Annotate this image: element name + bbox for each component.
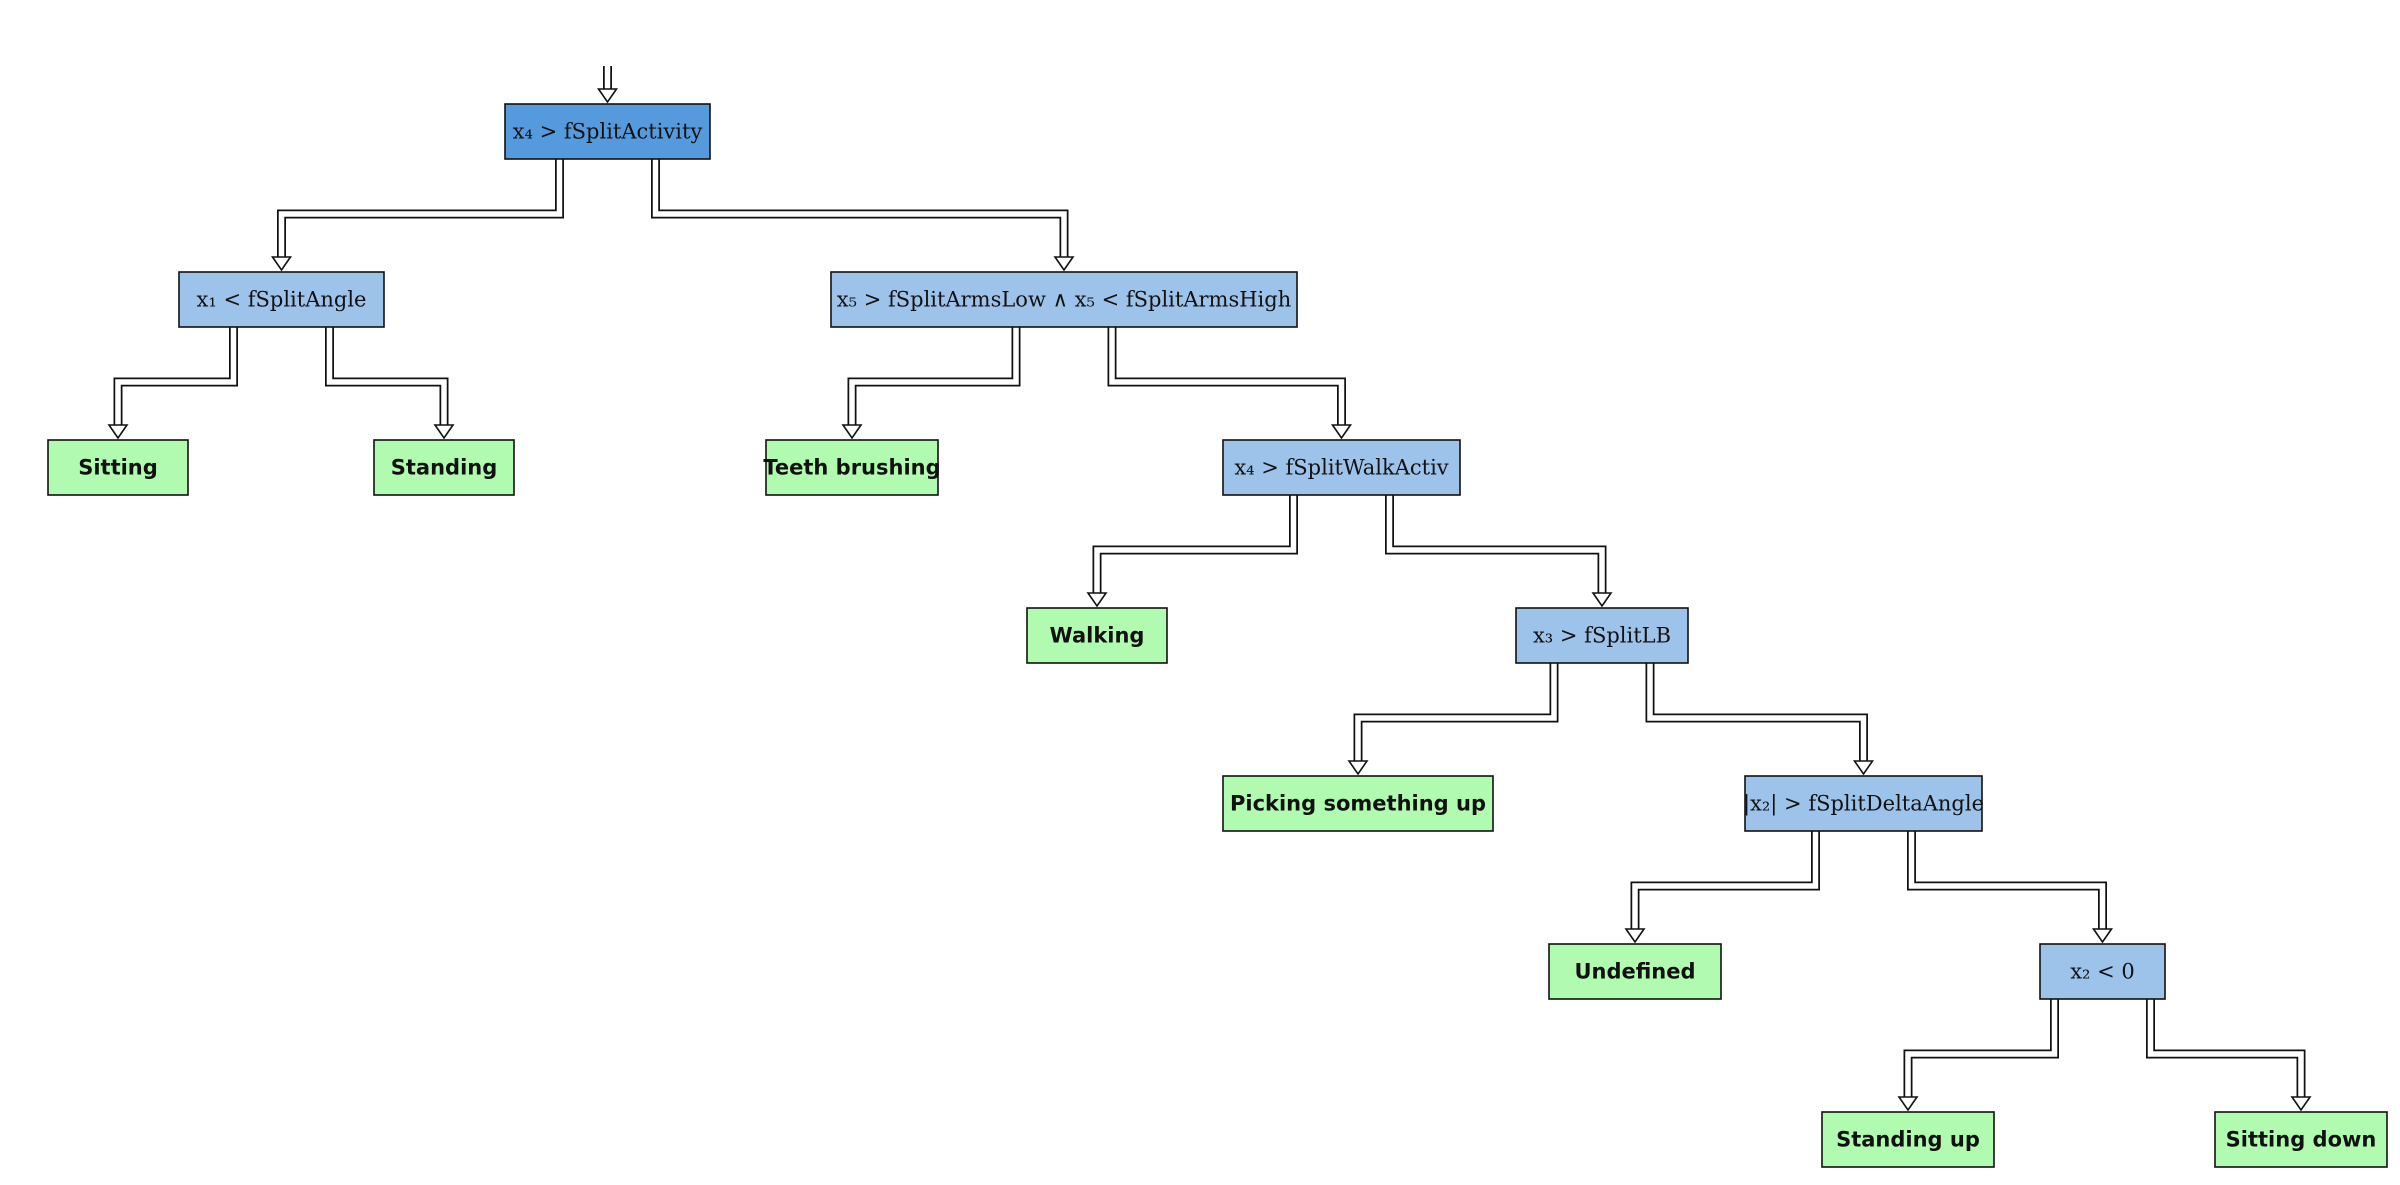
node-label: x₂ < 0 bbox=[2070, 960, 2135, 984]
edge-d4-to-d5 bbox=[1645, 663, 1875, 776]
node-label: Teeth brushing bbox=[763, 456, 940, 480]
node-label: x₄ > fSplitWalkActiv bbox=[1234, 456, 1448, 480]
edge-d1-to-l_sitting bbox=[107, 327, 238, 440]
node-box bbox=[1515, 607, 1689, 664]
node-label: Standing up bbox=[1836, 1128, 1980, 1152]
leaf-node-l_walking: Walking bbox=[1026, 607, 1168, 664]
node-box bbox=[1222, 439, 1461, 496]
node-label: Undefined bbox=[1574, 960, 1695, 984]
node-label: |x₂| > fSplitDeltaAngle bbox=[1743, 792, 1984, 817]
edge-root-to-d2 bbox=[651, 159, 1075, 272]
edge-root-to-d1 bbox=[270, 159, 564, 272]
node-label: Sitting down bbox=[2226, 1128, 2377, 1152]
leaf-node-l_sitting: Sitting bbox=[47, 439, 189, 496]
decision-node-d4: x₃ > fSplitLB bbox=[1515, 607, 1689, 664]
edge-d4-to-l_picking bbox=[1347, 663, 1559, 776]
node-box bbox=[178, 271, 385, 328]
leaf-node-l_undefined: Undefined bbox=[1548, 943, 1722, 1000]
node-box bbox=[1548, 943, 1722, 1000]
edge-d2-to-l_teeth bbox=[841, 327, 1021, 440]
leaf-node-l_standing: Standing bbox=[373, 439, 515, 496]
decision-node-d1: x₁ < fSplitAngle bbox=[178, 271, 385, 328]
node-label: x₄ > fSplitActivity bbox=[513, 120, 703, 144]
node-box bbox=[47, 439, 189, 496]
leaf-node-l_teeth: Teeth brushing bbox=[763, 439, 941, 496]
edge-d3-to-l_walking bbox=[1086, 495, 1298, 608]
node-box bbox=[2214, 1111, 2388, 1168]
nodes-layer: x₄ > fSplitActivity x₁ < fSplitAngle x₅ > … bbox=[47, 103, 2388, 1168]
node-label: x₅ > fSplitArmsLow ∧ x₅ < fSplitArmsHigh bbox=[837, 288, 1291, 312]
decision-node-d2: x₅ > fSplitArmsLow ∧ x₅ < fSplitArmsHigh bbox=[830, 271, 1298, 328]
node-box bbox=[504, 103, 711, 160]
decision-node-d3: x₄ > fSplitWalkActiv bbox=[1222, 439, 1461, 496]
node-label: Picking something up bbox=[1230, 792, 1486, 816]
edge-d6-to-l_sitting_down bbox=[2146, 999, 2312, 1112]
node-box bbox=[765, 439, 939, 496]
edge-d2-to-d3 bbox=[1107, 327, 1353, 440]
node-box bbox=[2039, 943, 2166, 1000]
edge-d5-to-l_undefined bbox=[1624, 831, 1820, 944]
node-box bbox=[1744, 775, 1983, 832]
edges-layer bbox=[107, 66, 2312, 1112]
node-label: x₃ > fSplitLB bbox=[1533, 624, 1671, 648]
node-box bbox=[373, 439, 515, 496]
decision-node-root: x₄ > fSplitActivity bbox=[504, 103, 711, 160]
node-box bbox=[830, 271, 1298, 328]
entry-arrow bbox=[596, 66, 619, 104]
node-box bbox=[1026, 607, 1168, 664]
edge-d3-to-d4 bbox=[1385, 495, 1613, 608]
leaf-node-l_sitting_down: Sitting down bbox=[2214, 1111, 2388, 1168]
edge-d1-to-l_standing bbox=[325, 327, 455, 440]
node-box bbox=[1821, 1111, 1995, 1168]
edge-d5-to-d6 bbox=[1907, 831, 2114, 944]
decision-node-d6: x₂ < 0 bbox=[2039, 943, 2166, 1000]
decision-node-d5: |x₂| > fSplitDeltaAngle bbox=[1743, 775, 1984, 832]
leaf-node-l_picking: Picking something up bbox=[1222, 775, 1494, 832]
node-label: x₁ < fSplitAngle bbox=[197, 288, 367, 312]
node-label: Standing bbox=[391, 456, 498, 480]
node-box bbox=[1222, 775, 1494, 832]
node-label: Walking bbox=[1050, 624, 1145, 648]
leaf-node-l_standing_up: Standing up bbox=[1821, 1111, 1995, 1168]
node-label: Sitting bbox=[78, 456, 158, 480]
edge-d6-to-l_standing_up bbox=[1897, 999, 2059, 1112]
